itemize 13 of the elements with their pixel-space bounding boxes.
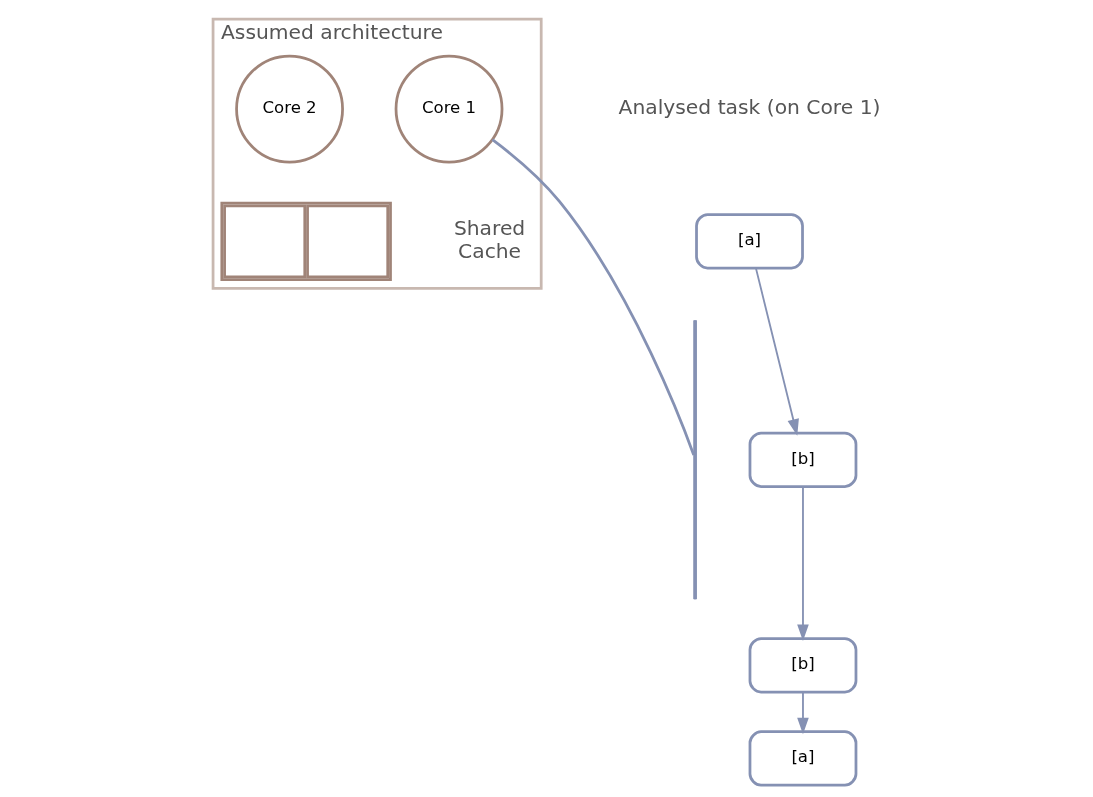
arrow <box>797 691 809 735</box>
node-circle: Core 1 <box>394 54 504 164</box>
node-box: [b] <box>748 431 858 488</box>
node-box: [a] <box>748 730 858 787</box>
arrow <box>797 486 809 642</box>
node-label: Shared Cache <box>453 216 526 263</box>
arrow <box>755 267 799 436</box>
node-circle: Core 2 <box>235 54 344 164</box>
node-box: [b] <box>748 637 858 694</box>
node-box: [a] <box>695 213 804 270</box>
label: Analysed task (on Core 1) <box>618 95 881 120</box>
node-bar <box>693 320 697 600</box>
connector <box>491 138 696 456</box>
